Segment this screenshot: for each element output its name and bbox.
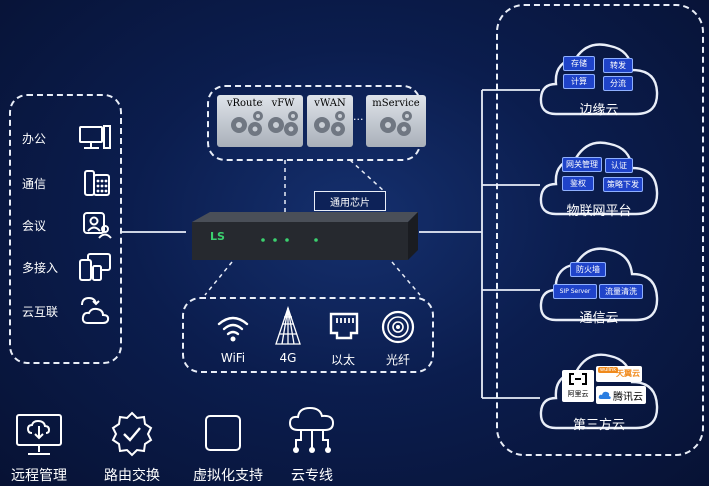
tencent-logo: 腾讯云 <box>596 386 646 404</box>
capability-label: 云专线 <box>291 468 333 484</box>
antenna-4g-icon <box>275 306 301 345</box>
terminal-item-cloud-interconnect: 云互联 <box>22 296 112 326</box>
terminal-label: 通信 <box>22 176 47 191</box>
terminal-label: 会议 <box>22 218 47 233</box>
cloud-tag: 存储 <box>563 56 595 71</box>
cloud-tag: 防火墙 <box>570 262 606 277</box>
cloud-shape-third-party <box>539 353 659 430</box>
service-ellipsis: ... <box>353 110 364 123</box>
cloud-tag: 认证 <box>605 158 633 173</box>
cloud-tag: 流量清洗 <box>599 284 643 299</box>
terminal-item-comm: 通信 <box>22 168 112 198</box>
terminal-item-meeting: 会议 <box>22 210 112 240</box>
router-device-body <box>192 212 418 260</box>
cloud-tag: 鉴权 <box>562 176 594 191</box>
cloud-shape-comm <box>539 247 659 322</box>
cloud-tag: 策略下发 <box>603 177 643 192</box>
wifi-icon <box>217 316 249 342</box>
cloud-sync-icon <box>81 296 110 324</box>
cloud-tag: 转发 <box>603 58 633 73</box>
terminal-item-multi-access: 多接入 <box>22 252 112 282</box>
terminal-label: 办公 <box>22 131 47 146</box>
service-label: vRouter <box>226 98 268 109</box>
access-panel <box>182 297 434 373</box>
ethernet-port-icon <box>329 312 359 340</box>
chip-label: 通用芯片 <box>314 191 386 211</box>
badge-check-icon <box>111 411 153 457</box>
tencent-cloud-icon <box>598 391 611 399</box>
cloud-title: 第三方云 <box>572 418 625 433</box>
cloud-tag: SIP Server <box>553 284 597 299</box>
terminal-item-office: 办公 <box>22 123 112 153</box>
logo-text: 天翼云 <box>616 369 640 378</box>
cloud-shape-iot <box>539 141 659 216</box>
meeting-icon <box>83 212 112 239</box>
cloud-tag: 网关管理 <box>562 157 602 172</box>
cloud-title: 边缘云 <box>579 103 619 118</box>
aliyun-logo: 阿里云 <box>562 370 594 402</box>
service-label: mService <box>372 98 420 109</box>
remote-monitor-icon <box>16 414 62 455</box>
virtual-box-icon <box>205 415 241 451</box>
gears-icon <box>380 111 412 136</box>
capability-label: 路由交换 <box>104 468 160 484</box>
fiber-icon <box>381 310 415 344</box>
telephone-icon <box>84 170 110 196</box>
cloud-tag: 计算 <box>563 74 595 89</box>
terminal-panel <box>9 94 122 364</box>
access-label-4g: 4G <box>279 351 297 365</box>
capability-label: 虚拟化支持 <box>193 468 263 484</box>
logo-text: 腾讯云 <box>613 392 643 403</box>
service-vwan: vWAN <box>307 95 353 147</box>
access-label-fiber: 光纤 <box>385 353 410 367</box>
service-vfw: vFW <box>263 95 303 147</box>
access-label-ethernet: 以太 <box>330 353 355 367</box>
cloud-panel <box>496 4 704 456</box>
gears-icon <box>268 111 298 136</box>
cloud-tag: 分流 <box>603 76 633 91</box>
router-device: LS <box>186 210 420 262</box>
tianyi-logo: wulink 天翼云 <box>596 366 642 382</box>
devices-icon <box>79 253 111 281</box>
access-label-wifi: WiFi <box>220 351 246 365</box>
terminal-label: 云互联 <box>22 304 59 319</box>
cloud-shape-edge <box>539 43 659 116</box>
logo-text: 阿里云 <box>567 390 589 398</box>
terminal-label: 多接入 <box>22 260 59 275</box>
device-logo: LS <box>210 230 225 243</box>
gears-icon <box>314 111 345 136</box>
service-label: vWAN <box>314 98 346 109</box>
capability-label: 远程管理 <box>11 468 67 484</box>
logo-subtext: wulink <box>598 367 619 373</box>
cloud-network-icon <box>288 406 335 453</box>
service-label: vFW <box>271 98 295 109</box>
cloud-title: 通信云 <box>579 311 619 326</box>
computer-icon <box>79 125 111 149</box>
service-mservice: mService <box>366 95 426 147</box>
aliyun-mark-icon <box>569 373 587 385</box>
cloud-title: 物联网平台 <box>566 204 632 219</box>
gears-icon <box>231 111 263 136</box>
